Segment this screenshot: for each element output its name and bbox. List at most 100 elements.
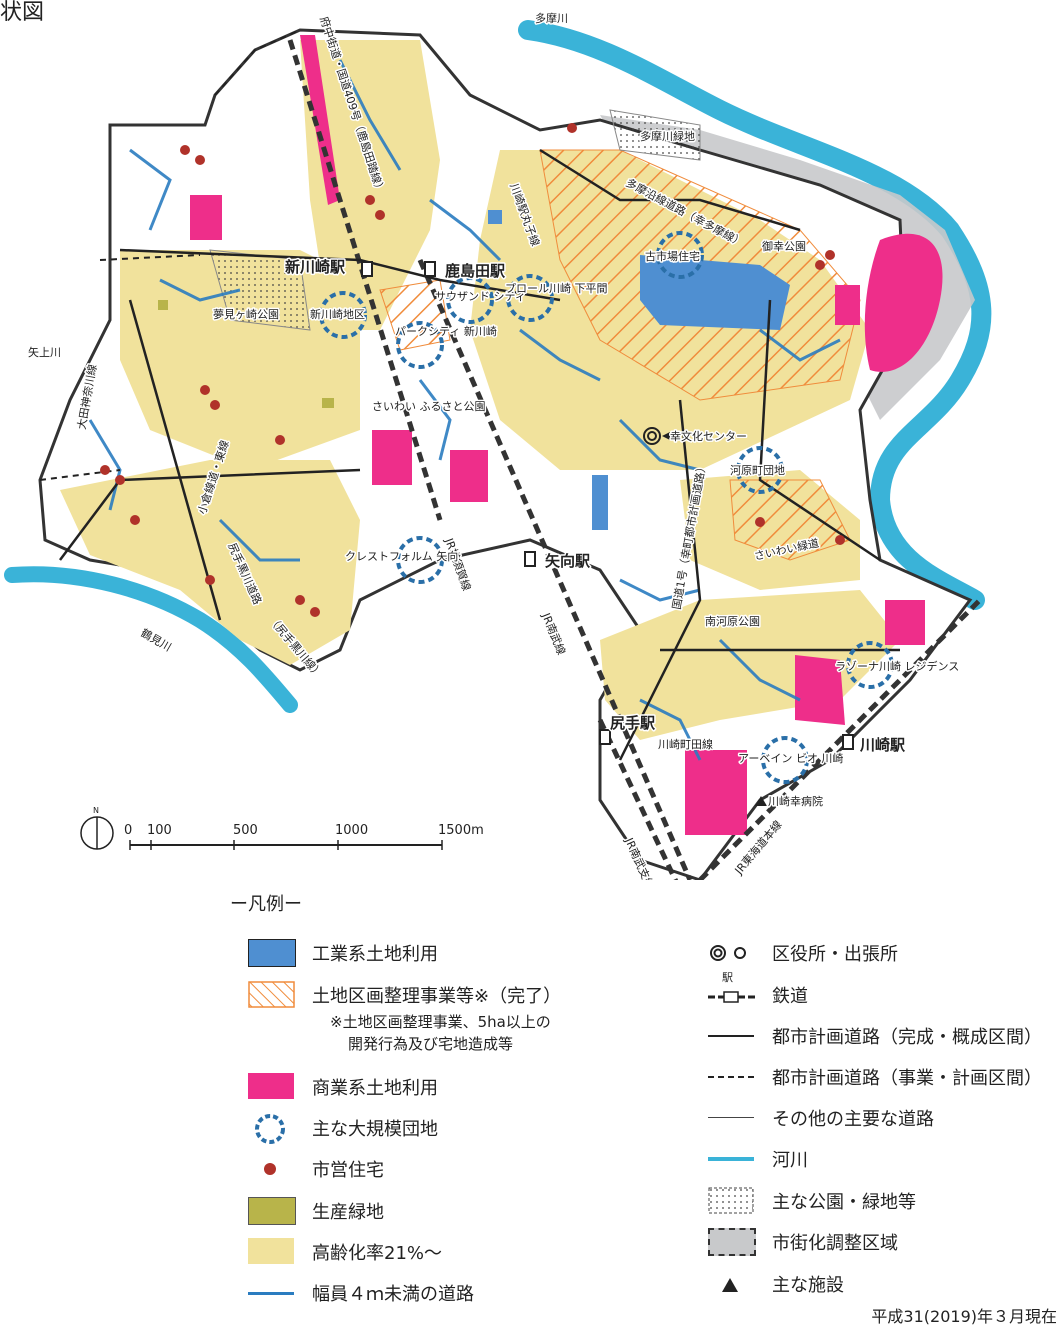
legend-facility-label: 主な施設	[772, 1275, 844, 1296]
legend-road-plan-label: 都市計画道路（事業・計画区間）	[772, 1068, 1042, 1089]
legend-road-plan: 都市計画道路（事業・計画区間）	[708, 1063, 1042, 1091]
label-shinkawasaki: 新川崎駅	[285, 258, 346, 276]
legend-facility-icon	[708, 1270, 756, 1298]
legend-narrow-label: 幅員４ｍ未満の道路	[312, 1284, 474, 1305]
label-tama-river: 多摩川	[535, 11, 568, 25]
tsurumi-river	[4, 566, 298, 713]
legend-commercial: 商業系土地利用	[248, 1073, 438, 1101]
legend-narrow: 幅員４ｍ未満の道路	[248, 1279, 474, 1307]
label-saiwai-culture-center: 幸文化センター	[670, 429, 747, 443]
label-yumemigasaki: 夢見ヶ崎公園	[213, 307, 279, 321]
label-prole: プロール川崎 下平間	[505, 281, 608, 295]
scale-tick-1000: 1000	[335, 823, 368, 838]
station-markers	[361, 261, 854, 750]
legend-urban-control-swatch	[708, 1228, 756, 1256]
legend-office-icon	[708, 939, 756, 967]
ward-office-icon	[643, 427, 670, 445]
label-saiwai-hospital: 川崎幸病院	[768, 794, 823, 808]
legend-rail-station-glyph: 駅	[722, 971, 733, 984]
legend-road-other: その他の主要な道路	[708, 1104, 934, 1132]
label-minami-kawara-park: 南河原公園	[705, 615, 760, 628]
legend-note-line2: 開発行為及び宅地造成等	[348, 1035, 514, 1053]
legend-municipal-icon	[248, 1155, 296, 1183]
legend-urban-control: 市街化調整区域	[708, 1228, 898, 1256]
legend-readjust-swatch	[248, 981, 296, 1009]
legend-rail: 駅 鉄道	[708, 971, 808, 1009]
label-yako: 矢向駅	[545, 552, 591, 570]
large-estates	[319, 231, 894, 784]
label-kawaramachi: 河原町団地	[730, 464, 785, 477]
legend-road-done-label: 都市計画道路（完成・概成区間）	[772, 1027, 1042, 1048]
scale-tick-500: 500	[233, 823, 258, 838]
legend-rail-label: 鉄道	[772, 986, 808, 1007]
legend-park: 主な公園・緑地等	[708, 1187, 916, 1215]
legend-river-label: 河川	[772, 1150, 808, 1171]
scale-tick-0: 0	[124, 823, 132, 838]
legend-urban-control-label: 市街化調整区域	[772, 1233, 898, 1254]
legend-rail-icon: 駅	[708, 971, 756, 1009]
legend-note-line1: ※土地区画整理事業、5ha以上の	[330, 1013, 551, 1031]
legend-road-done: 都市計画道路（完成・概成区間）	[708, 1022, 1042, 1050]
legend-road-other-line	[708, 1104, 756, 1132]
legend-estate: 主な大規模団地	[248, 1114, 438, 1144]
scale-tick-1500: 1500m	[438, 823, 484, 838]
legend-aging-swatch	[248, 1238, 296, 1266]
label-tama-ryokuchi: 多摩川緑地	[640, 129, 695, 143]
legend-industrial-label: 工業系土地利用	[312, 944, 438, 965]
page-title: 状図	[0, 0, 45, 25]
legend-farmland: 生産緑地	[248, 1197, 384, 1225]
label-road-kawasaki-machida: 川崎町田線	[658, 737, 713, 751]
legend-road-plan-line	[708, 1063, 756, 1091]
label-lazona: ラゾーナ川崎 レジデンス	[835, 659, 959, 673]
legend-readjust-label: 土地区画整理事業等※（完了）	[312, 986, 562, 1007]
label-jr-nambu: JR南武線	[539, 610, 569, 657]
park-areas	[209, 109, 701, 331]
north-label: N	[93, 806, 99, 815]
legend-road-done-line	[708, 1022, 756, 1050]
narrow-roads	[88, 59, 841, 761]
label-crest-form: クレストフォルム 矢向	[345, 549, 458, 563]
label-urbanbio: アーベイン ビオ 川崎	[738, 751, 843, 765]
legend-park-swatch	[708, 1187, 756, 1215]
north-arrow-icon: N	[80, 806, 114, 850]
label-furuichiba: 古市場住宅	[645, 249, 700, 263]
legend-estate-icon	[248, 1114, 296, 1144]
hospital-marker	[755, 796, 767, 806]
legend-commercial-label: 商業系土地利用	[312, 1078, 438, 1099]
label-park-city: パークシティ 新川崎	[395, 324, 497, 338]
legend-industrial: 工業系土地利用	[248, 939, 438, 967]
legend-office-label: 区役所・出張所	[772, 944, 898, 965]
label-shitte: 尻手駅	[610, 714, 656, 732]
as-of-date: 平成31(2019)年３月現在	[871, 1307, 1057, 1326]
municipal-housing	[100, 123, 845, 617]
legend-farmland-swatch	[248, 1197, 296, 1225]
tama-river	[518, 20, 992, 610]
label-kashimada: 鹿島田駅	[445, 262, 506, 280]
label-furusato-park: さいわい ふるさと公園	[372, 400, 486, 413]
scale-bar: 0 100 500 1000 1500m	[124, 823, 484, 850]
legend-facility: 主な施設	[708, 1270, 844, 1298]
legend-river-line	[708, 1145, 756, 1173]
label-kawasaki: 川崎駅	[859, 736, 906, 754]
industrial-areas	[488, 210, 790, 530]
legend-commercial-swatch	[248, 1073, 296, 1101]
district-map: 新川崎駅 鹿島田駅 矢向駅 尻手駅 川崎駅 多摩川 矢上川 鶴見川 府中街道・国…	[4, 10, 992, 880]
legend-title: ー凡例ー	[230, 894, 302, 915]
legend-readjust-note: ※土地区画整理事業、5ha以上の 開発行為及び宅地造成等	[330, 1011, 551, 1055]
label-tsurumi-river: 鶴見川	[139, 625, 175, 654]
legend-river: 河川	[708, 1145, 808, 1173]
legend-farmland-label: 生産緑地	[312, 1202, 384, 1223]
legend-narrow-line	[248, 1279, 296, 1307]
legend-industrial-swatch	[248, 939, 296, 967]
label-yagami-river: 矢上川	[28, 345, 61, 359]
label-thousand-city: サウザンド シティ	[435, 290, 526, 303]
label-miyuki-park: 御幸公園	[762, 239, 806, 253]
legend-road-other-label: その他の主要な道路	[772, 1109, 934, 1130]
scale-tick-100: 100	[147, 823, 172, 838]
legend-municipal: 市営住宅	[248, 1155, 384, 1183]
legend-readjust: 土地区画整理事業等※（完了）	[248, 981, 561, 1009]
legend-estate-label: 主な大規模団地	[312, 1119, 438, 1140]
legend-aging: 高齢化率21%～	[248, 1238, 442, 1266]
railways	[287, 39, 982, 880]
legend-municipal-label: 市営住宅	[312, 1160, 384, 1181]
